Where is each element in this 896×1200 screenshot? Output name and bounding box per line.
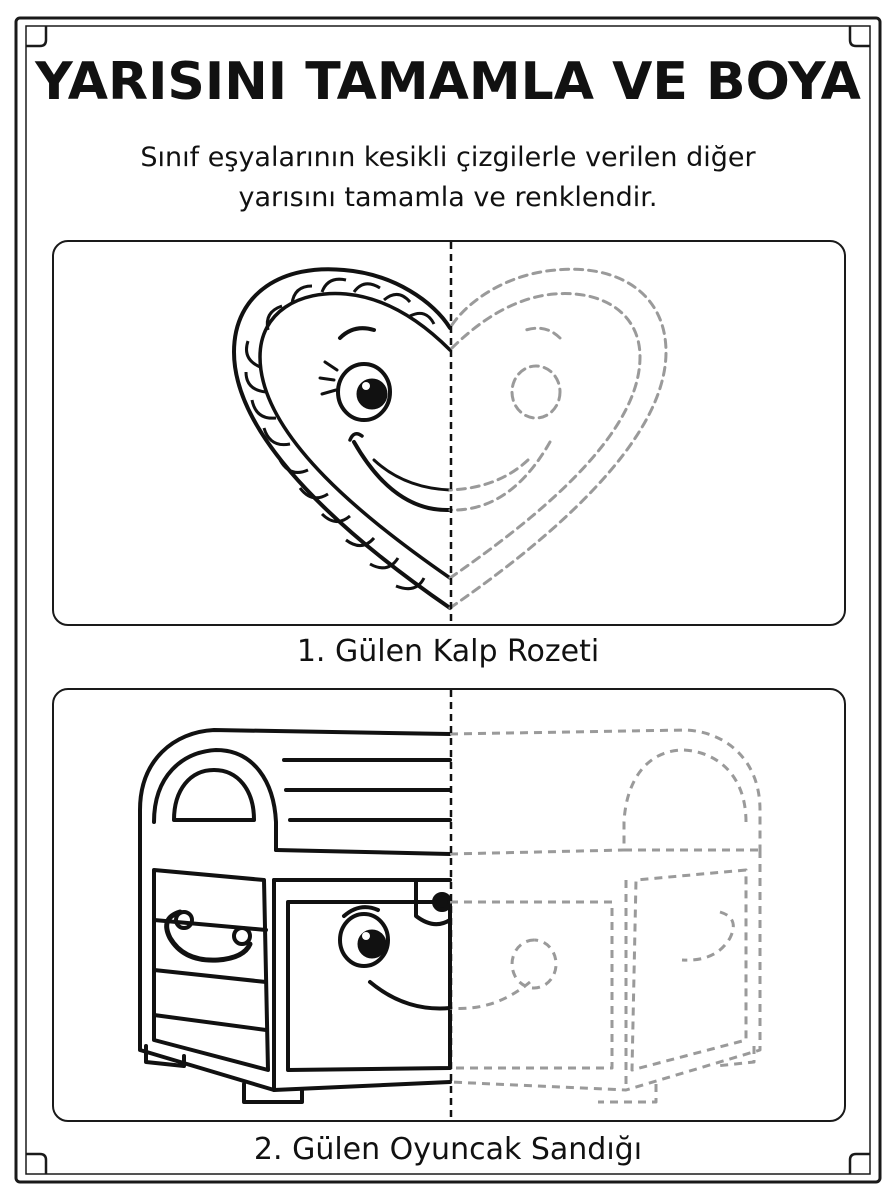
heart-panel [52,240,846,626]
chest-panel [52,688,846,1122]
worksheet-title: YARISINI TAMAMLA VE BOYA [35,52,861,112]
chest-caption: 2. Gülen Oyuncak Sandığı [253,1132,643,1167]
smiling-heart-illustration [232,242,668,624]
instruction-line-1: Sınıf eşyalarının kesikli çizgilerle ver… [140,142,756,173]
instruction-line-2: yarısını tamamla ve renklendir. [238,182,658,213]
heart-caption: 1. Gülen Kalp Rozeti [296,634,600,669]
worksheet-instructions: Sınıf eşyalarının kesikli çizgilerle ver… [60,138,836,218]
smiling-toy-chest-illustration [138,690,762,1120]
